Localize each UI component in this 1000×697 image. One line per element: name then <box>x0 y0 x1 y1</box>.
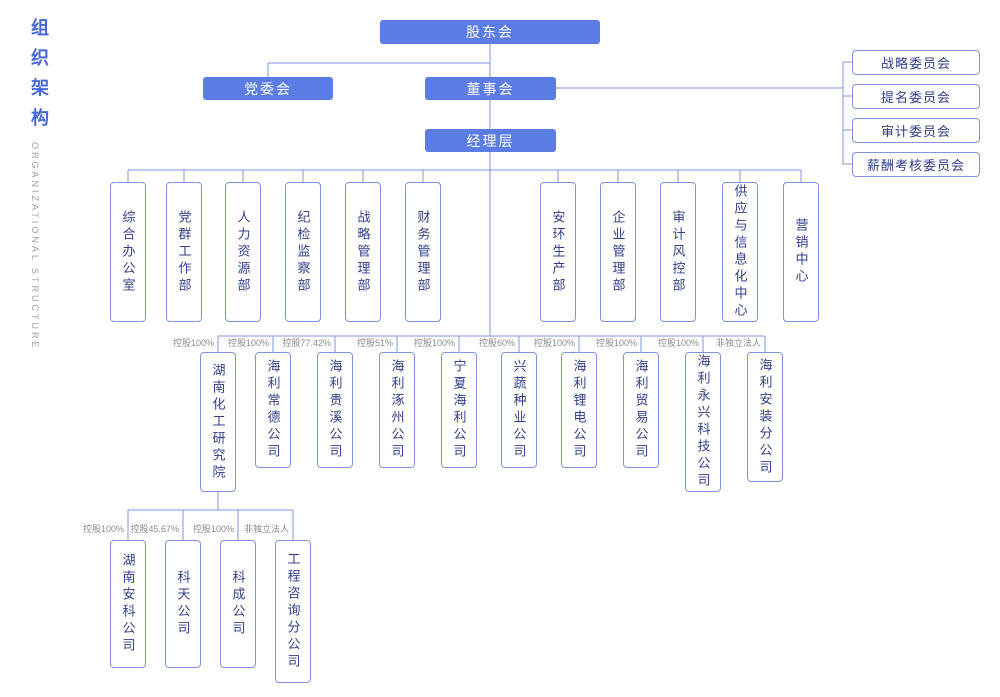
page-subtitle: ORGANIZATIONAL STRUCTURE <box>30 142 40 351</box>
subsubsidiary-label: 湖南安科公司 <box>120 553 136 655</box>
department-label: 综合办公室 <box>120 209 136 295</box>
node-department-marketing-center: 营销中心 <box>783 182 819 322</box>
department-label: 审计风控部 <box>670 209 686 295</box>
node-department-supply-information-center: 供应与信息化中心 <box>722 182 758 322</box>
node-subsidiary-xingshu-seed: 兴蔬种业公司 <box>501 352 537 468</box>
subsidiary-label: 海利常德公司 <box>265 359 281 461</box>
subsidiary-label: 海利锂电公司 <box>571 359 587 461</box>
node-board-of-directors: 董事会 <box>425 77 556 100</box>
subsubsidiary-label: 科天公司 <box>175 570 191 638</box>
ownership-label: 非独立法人 <box>243 524 289 534</box>
subsidiary-label: 海利贵溪公司 <box>327 359 343 461</box>
ownership-label: 控股100% <box>172 338 214 348</box>
subsidiary-label: 湖南化工研究院 <box>210 362 226 482</box>
subsubsidiary-label: 科成公司 <box>230 570 246 638</box>
ownership-label: 控股100% <box>82 524 124 534</box>
ownership-label: 控股51% <box>356 338 393 348</box>
subsidiary-label: 海利安装分公司 <box>757 357 773 477</box>
node-department-audit-risk-control: 审计风控部 <box>660 182 696 322</box>
ownership-label: 控股60% <box>478 338 515 348</box>
node-department-enterprise-management: 企业管理部 <box>600 182 636 322</box>
subsidiary-label: 宁夏海利公司 <box>451 359 467 461</box>
node-subsidiary-haili-trading: 海利贸易公司 <box>623 352 659 468</box>
ownership-label: 控股100% <box>192 524 234 534</box>
ownership-label: 控股100% <box>413 338 455 348</box>
department-label: 纪检监察部 <box>295 209 311 295</box>
node-department-safety-production: 安环生产部 <box>540 182 576 322</box>
node-shareholders-meeting: 股东会 <box>380 20 600 44</box>
node-nomination-committee: 提名委员会 <box>852 84 980 109</box>
subsubsidiary-label: 工程咨询分公司 <box>285 552 301 671</box>
ownership-label: 控股45.67% <box>130 524 179 534</box>
node-subsidiary-haili-yongxing-tech: 海利永兴科技公司 <box>685 352 721 492</box>
node-department-finance-management: 财务管理部 <box>405 182 441 322</box>
node-strategy-committee: 战略委员会 <box>852 50 980 75</box>
department-label: 安环生产部 <box>550 209 566 295</box>
node-subsidiary-haili-changde: 海利常德公司 <box>255 352 291 468</box>
department-label: 财务管理部 <box>415 209 431 295</box>
ownership-label: 控股100% <box>533 338 575 348</box>
node-subsidiary-ningxia-haili: 宁夏海利公司 <box>441 352 477 468</box>
node-department-human-resources: 人力资源部 <box>225 182 261 322</box>
node-subsidiary-haili-lithium: 海利锂电公司 <box>561 352 597 468</box>
node-subsubsidiary-kecheng: 科成公司 <box>220 540 256 668</box>
node-subsubsidiary-engineering-consulting-branch: 工程咨询分公司 <box>275 540 311 683</box>
node-management-layer: 经理层 <box>425 129 556 152</box>
subsidiary-label: 兴蔬种业公司 <box>511 359 527 461</box>
department-label: 营销中心 <box>793 218 809 286</box>
node-department-strategy-management: 战略管理部 <box>345 182 381 322</box>
ownership-label: 非独立法人 <box>715 338 761 348</box>
node-subsidiary-haili-guixi: 海利贵溪公司 <box>317 352 353 468</box>
subsidiary-label: 海利涿州公司 <box>389 359 405 461</box>
ownership-label: 控股100% <box>595 338 637 348</box>
department-label: 人力资源部 <box>235 209 251 295</box>
department-label: 供应与信息化中心 <box>732 184 748 320</box>
department-label: 战略管理部 <box>355 209 371 295</box>
ownership-label: 控股100% <box>227 338 269 348</box>
department-label: 企业管理部 <box>610 209 626 295</box>
node-subsubsidiary-hunan-anke: 湖南安科公司 <box>110 540 146 668</box>
subsidiary-label: 海利永兴科技公司 <box>695 354 711 490</box>
ownership-label: 控股77.42% <box>282 338 331 348</box>
subsidiary-label: 海利贸易公司 <box>633 359 649 461</box>
node-party-committee: 党委会 <box>203 77 333 100</box>
node-audit-committee: 审计委员会 <box>852 118 980 143</box>
ownership-label: 控股100% <box>657 338 699 348</box>
node-subsidiary-hunan-chemical-research-institute: 湖南化工研究院 <box>200 352 236 492</box>
node-department-party-mass-work: 党群工作部 <box>166 182 202 322</box>
node-remuneration-committee: 薪酬考核委员会 <box>852 152 980 177</box>
department-label: 党群工作部 <box>176 209 192 295</box>
node-department-general-office: 综合办公室 <box>110 182 146 322</box>
node-subsubsidiary-ketian: 科天公司 <box>165 540 201 668</box>
node-subsidiary-haili-installation-branch: 海利安装分公司 <box>747 352 783 482</box>
node-subsidiary-haili-zhuozhou: 海利涿州公司 <box>379 352 415 468</box>
page-title: 组织架构 <box>29 18 49 138</box>
node-department-discipline-inspection: 纪检监察部 <box>285 182 321 322</box>
